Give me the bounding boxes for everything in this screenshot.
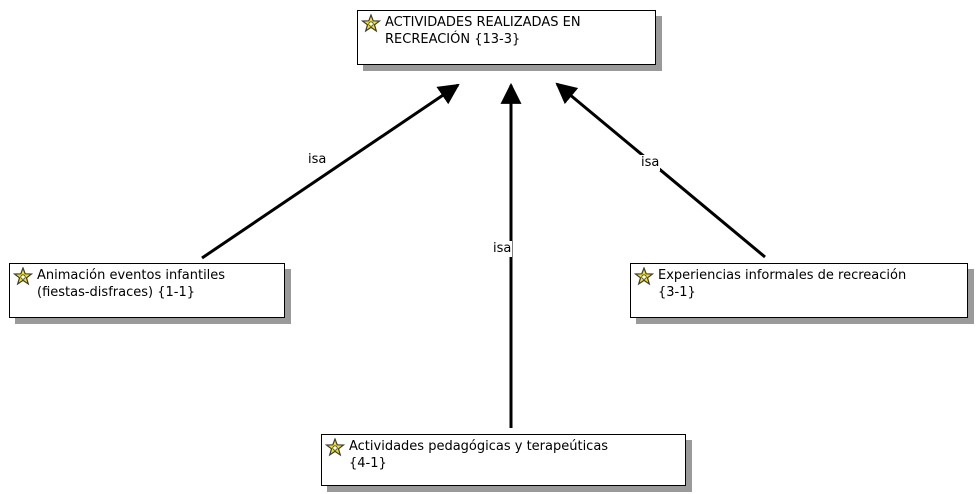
edge-label-animacion: isa xyxy=(307,152,328,168)
star-node-icon xyxy=(13,267,33,286)
edge-label-experiencias: isa xyxy=(640,155,661,171)
node-actividades-pedagogicas[interactable]: Actividades pedagógicas y terapeúticas {… xyxy=(321,434,686,486)
node-experiencias-informales[interactable]: Experiencias informales de recreación {3… xyxy=(630,263,968,318)
edge-label-pedagogicas: isa xyxy=(492,241,513,257)
star-node-icon xyxy=(325,438,345,457)
node-animacion-eventos[interactable]: Animación eventos infantiles (fiestas-di… xyxy=(9,263,285,318)
node-label: Animación eventos infantiles (fiestas-di… xyxy=(37,268,226,300)
node-label: ACTIVIDADES REALIZADAS EN RECREACIÓN {13… xyxy=(385,15,581,47)
node-label: Actividades pedagógicas y terapeúticas {… xyxy=(349,439,609,471)
edge-experiencias-to-root[interactable] xyxy=(555,82,766,259)
star-node-icon xyxy=(361,14,381,33)
edge-animacion-to-root[interactable] xyxy=(201,83,460,260)
node-actividades-realizadas[interactable]: ACTIVIDADES REALIZADAS EN RECREACIÓN {13… xyxy=(357,10,656,65)
star-node-icon xyxy=(634,267,654,286)
node-label: Experiencias informales de recreación {3… xyxy=(658,268,907,300)
